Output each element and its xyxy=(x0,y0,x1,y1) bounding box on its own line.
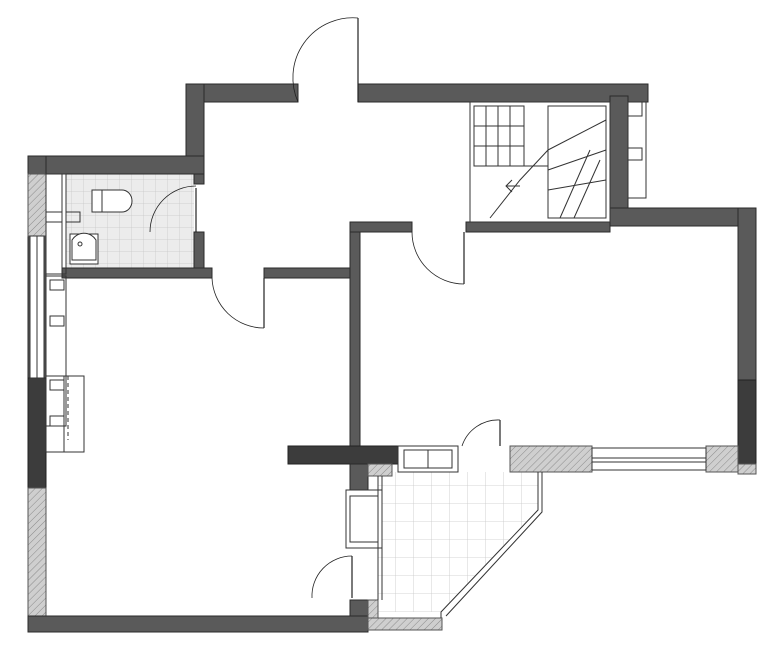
interior-walls xyxy=(61,101,739,619)
toilet-bowl xyxy=(101,189,133,213)
stair-side-units xyxy=(627,101,647,199)
balcony-glazing xyxy=(345,445,543,618)
staircase xyxy=(473,105,607,219)
doors xyxy=(149,17,501,599)
bathroom-fixtures xyxy=(69,189,133,265)
kitchen-units xyxy=(45,173,85,453)
toilet xyxy=(91,189,103,213)
balcony-floor xyxy=(378,472,538,612)
windows xyxy=(29,235,707,471)
